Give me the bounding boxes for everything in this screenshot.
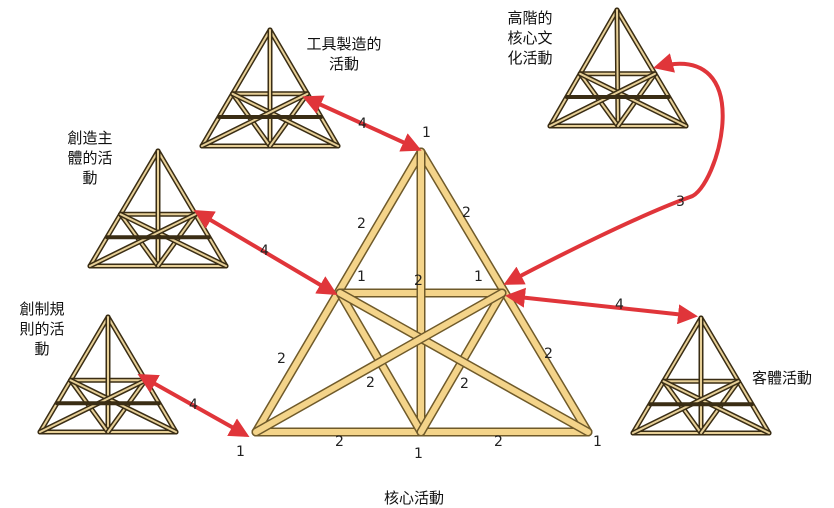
label-higher-line2: 核心文 — [507, 29, 553, 47]
vertex-number-bottom-mid: 1 — [414, 446, 423, 462]
label-core-activity: 核心活動 — [384, 489, 445, 507]
link-weight-object: 4 — [615, 297, 624, 313]
link-weight-rules: 4 — [189, 397, 198, 413]
edge-number-6: 2 — [366, 375, 375, 391]
edge-number-9: 2 — [494, 434, 503, 450]
label-rules-line1: 創制規 — [19, 300, 65, 318]
small-triangle-tool — [199, 27, 341, 149]
small-triangle-object — [630, 315, 772, 436]
label-rules-line2: 則的活 — [19, 320, 65, 338]
label-tool-line1: 工具製造的 — [306, 35, 382, 53]
label-rules-activity: 創制規 則的活 動 — [8, 299, 76, 359]
connector-higher — [503, 53, 725, 285]
edge-number-7: 2 — [460, 376, 469, 392]
label-higher-activity: 高階的 核心文 化活動 — [496, 8, 564, 68]
connector-tool — [302, 95, 422, 152]
link-weight-tool: 4 — [358, 116, 367, 132]
connector-rules — [137, 374, 250, 437]
vertex-number-inner-left: 1 — [357, 269, 366, 285]
label-object-activity: 客體活動 — [752, 369, 813, 387]
vertex-number-bottom-left: 1 — [236, 444, 245, 460]
vertex-number-top: 1 — [422, 125, 431, 141]
edge-number-1: 2 — [357, 216, 366, 232]
label-subject-line1: 創造主 — [67, 129, 113, 147]
label-rules-line3: 動 — [34, 340, 50, 358]
edge-number-3: 2 — [414, 273, 423, 289]
label-higher-line1: 高階的 — [507, 9, 553, 27]
edge-number-2: 2 — [462, 205, 471, 221]
small-triangle-higher — [547, 7, 689, 129]
beam-7 — [337, 290, 591, 435]
label-subject-line3: 動 — [82, 169, 98, 187]
beam-8 — [253, 290, 505, 435]
edge-number-4: 2 — [277, 351, 286, 367]
link-weight-subject: 4 — [260, 243, 269, 259]
vertex-number-inner-right: 1 — [474, 269, 483, 285]
label-tool-activity: 工具製造的 活動 — [296, 34, 392, 74]
core-activity-triangle — [251, 147, 593, 437]
connector-subject — [193, 209, 338, 296]
connector-object — [505, 287, 698, 325]
label-subject-activity: 創造主 體的活 動 — [56, 128, 124, 188]
label-subject-line2: 體的活 — [67, 149, 113, 167]
link-weight-higher: 3 — [676, 194, 685, 210]
edge-number-8: 2 — [335, 434, 344, 450]
label-tool-line2: 活動 — [328, 55, 359, 73]
vertex-number-bottom-right: 1 — [593, 434, 602, 450]
edge-number-5: 2 — [544, 346, 553, 362]
label-higher-line3: 化活動 — [507, 49, 553, 67]
